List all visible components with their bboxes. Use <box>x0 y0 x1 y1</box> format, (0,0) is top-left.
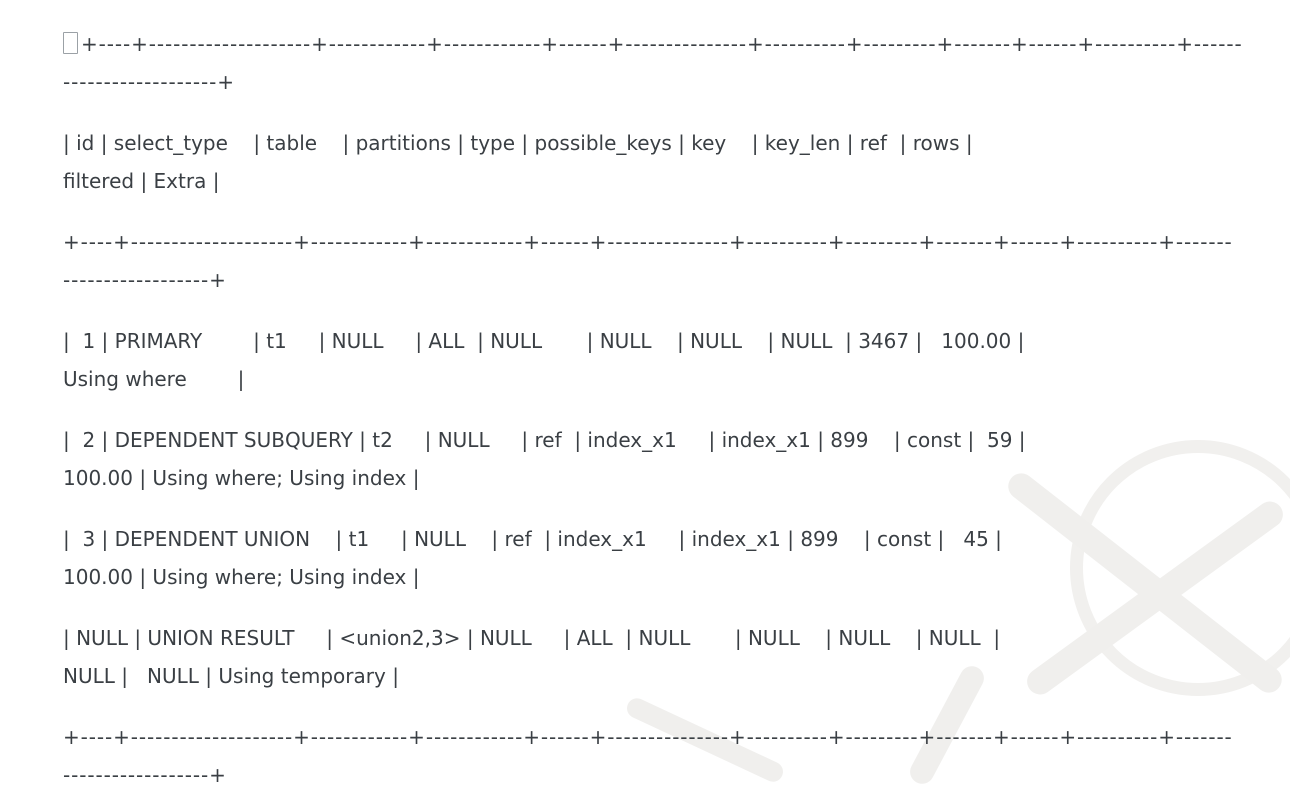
separator-line-text: ------------------+ <box>63 268 227 292</box>
table-row-line: | 2 | DEPENDENT SUBQUERY | t2 | NULL | r… <box>63 428 1026 452</box>
table-header-row: | id | select_type | table | partitions … <box>63 124 1230 200</box>
table-row-line: | 1 | PRIMARY | t1 | NULL | ALL | NULL |… <box>63 329 1025 353</box>
separator-line-text: +----+--------------------+------------+… <box>63 725 1233 749</box>
table-row: | 1 | PRIMARY | t1 | NULL | ALL | NULL |… <box>63 322 1230 398</box>
table-header-line: filtered | Extra | <box>63 169 220 193</box>
table-row-line: 100.00 | Using where; Using index | <box>63 466 420 490</box>
table-row-line: | 3 | DEPENDENT UNION | t1 | NULL | ref … <box>63 527 1002 551</box>
ascii-separator-top: +----+--------------------+------------+… <box>63 25 1242 101</box>
separator-line-text: ------------------+ <box>63 763 227 787</box>
separator-line-text: +----+--------------------+------------+… <box>63 230 1233 254</box>
ascii-separator-bottom: +----+--------------------+------------+… <box>63 718 1233 794</box>
ascii-separator-header: +----+--------------------+------------+… <box>63 223 1233 299</box>
table-row-line: NULL | NULL | Using temporary | <box>63 664 399 688</box>
table-header-line: | id | select_type | table | partitions … <box>63 131 973 155</box>
table-row-line: | NULL | UNION RESULT | <union2,3> | NUL… <box>63 626 1001 650</box>
table-row-line: Using where | <box>63 367 245 391</box>
table-row: | NULL | UNION RESULT | <union2,3> | NUL… <box>63 619 1230 695</box>
separator-line-text: +----+--------------------+------------+… <box>81 32 1243 56</box>
missing-glyph-icon <box>63 32 78 54</box>
table-row-line: 100.00 | Using where; Using index | <box>63 565 420 589</box>
separator-line-text: -------------------+ <box>63 70 235 94</box>
table-row: | 3 | DEPENDENT UNION | t1 | NULL | ref … <box>63 520 1230 596</box>
table-row: | 2 | DEPENDENT SUBQUERY | t2 | NULL | r… <box>63 421 1230 497</box>
